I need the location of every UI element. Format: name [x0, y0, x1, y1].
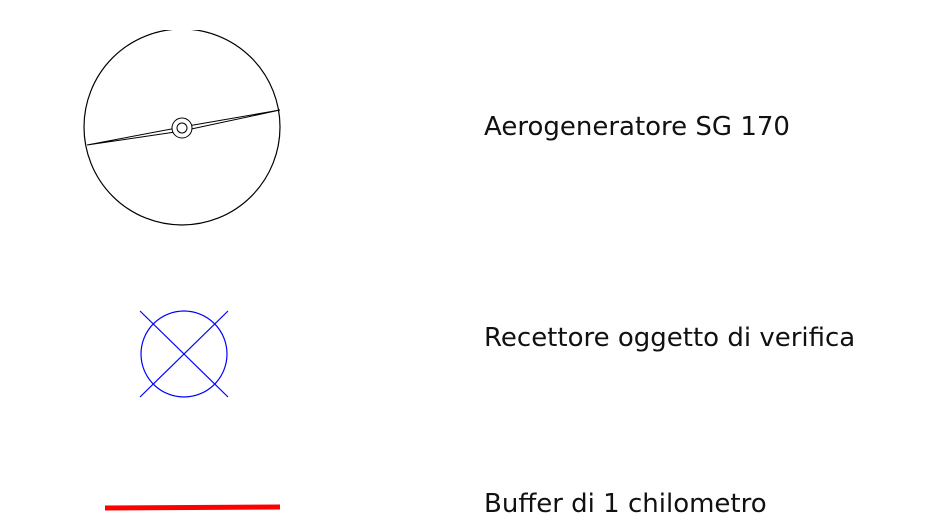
- wind-turbine-icon: [83, 30, 281, 226]
- receptor-icon: [139, 310, 229, 398]
- buffer-line-icon: [104, 504, 281, 511]
- legend-label-buffer: Buffer di 1 chilometro: [484, 489, 767, 519]
- legend-label-turbine: Aerogeneratore SG 170: [484, 112, 790, 142]
- legend-item-receptor: Recettore oggetto di verifica: [0, 250, 937, 400]
- legend-item-buffer: Buffer di 1 chilometro: [0, 400, 937, 528]
- legend-item-turbine: Aerogeneratore SG 170: [0, 0, 937, 250]
- legend-label-receptor: Recettore oggetto di verifica: [484, 323, 856, 353]
